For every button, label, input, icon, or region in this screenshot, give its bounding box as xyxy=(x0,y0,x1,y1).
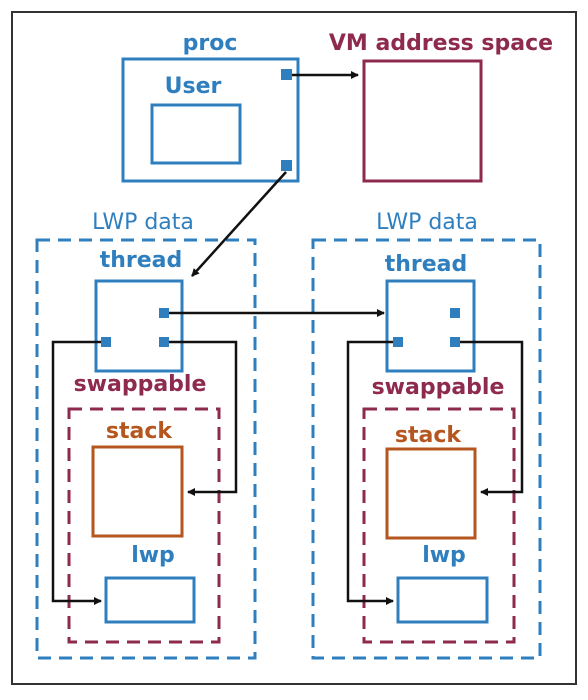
swappable-box-left xyxy=(67,407,221,644)
arrow-thread-to-stack-right xyxy=(460,340,524,496)
user-label: User xyxy=(165,74,222,99)
proc-label: proc xyxy=(183,31,238,56)
swappable-label-left: swappable xyxy=(74,372,207,397)
thread-pointer-left-stack xyxy=(159,337,169,347)
lwp-data-box-left xyxy=(35,238,257,660)
lwp-data-label-right: LWP data xyxy=(376,210,478,235)
lwp-box-right xyxy=(396,576,489,624)
user-box xyxy=(150,103,242,165)
thread-pointer-right-peer xyxy=(450,308,460,318)
stack-box-left xyxy=(91,445,184,538)
thread-pointer-right-stack xyxy=(450,337,460,347)
lwp-label-right: lwp xyxy=(422,543,466,568)
arrow-thread-to-lwp-right xyxy=(346,340,394,605)
thread-pointer-right-lwp xyxy=(393,337,403,347)
proc-box xyxy=(121,57,300,183)
swappable-label-right: swappable xyxy=(372,375,505,400)
lwp-box-left xyxy=(104,576,196,624)
thread-label-left: thread xyxy=(100,248,183,273)
lwp-data-label-left: LWP data xyxy=(92,210,194,235)
thread-box-right xyxy=(385,279,476,373)
arrow-thread-to-stack-left xyxy=(169,340,238,496)
outer-frame xyxy=(11,11,577,685)
thread-box-left xyxy=(94,279,184,373)
proc-vm-pointer xyxy=(281,69,292,80)
lwp-label-left: lwp xyxy=(131,543,175,568)
arrow-thread-to-lwp-left xyxy=(51,340,102,605)
stack-label-right: stack xyxy=(395,423,462,448)
stack-box-right xyxy=(385,447,477,540)
thread-label-right: thread xyxy=(385,252,468,277)
vm-address-space-label: VM address space xyxy=(329,31,553,56)
thread-pointer-left-lwp xyxy=(101,337,111,347)
lwp-data-box-right xyxy=(311,238,542,660)
thread-pointer-left-peer xyxy=(159,308,169,318)
arrow-proc-to-thread xyxy=(191,171,287,277)
vm-address-space-box xyxy=(362,59,483,183)
proc-thread-pointer xyxy=(281,160,292,171)
stack-label-left: stack xyxy=(106,419,173,444)
swappable-box-right xyxy=(362,407,516,644)
